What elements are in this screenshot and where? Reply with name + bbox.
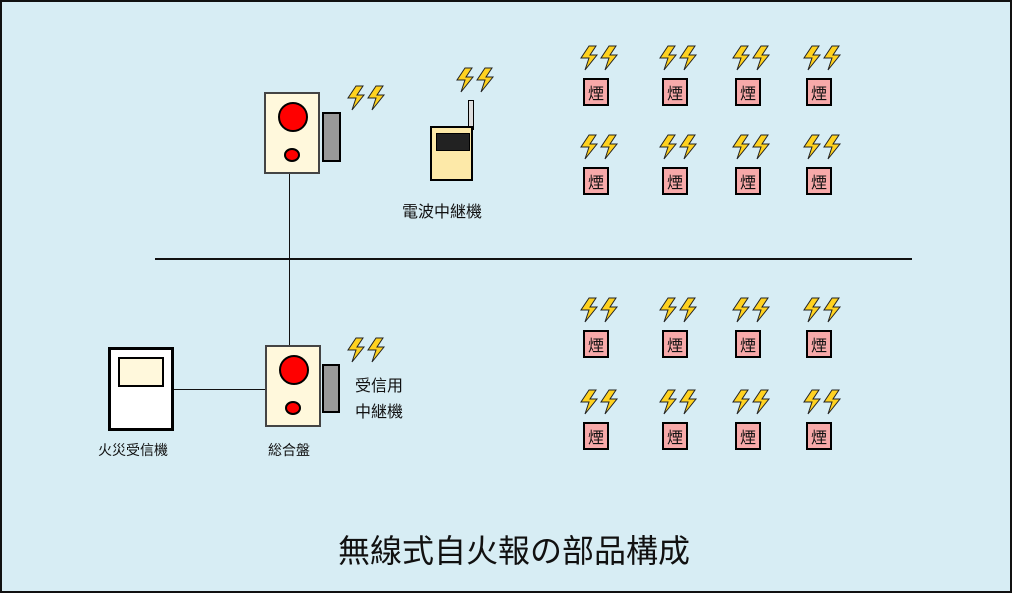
radio-wave-icon [803,297,842,323]
smoke-detector: 煙 [662,78,688,106]
diagram-title: 無線式自火報の部品構成 [338,532,691,570]
smoke-detector: 煙 [583,422,609,450]
radio-wave-icon [580,297,619,323]
fire-bell-lamp [279,355,309,385]
smoke-detector: 煙 [806,167,832,195]
smoke-detector: 煙 [735,422,761,450]
smoke-detector: 煙 [806,422,832,450]
receiving-relay-label-line2: 中継機 [355,402,404,421]
smoke-detector: 煙 [583,78,609,106]
radio-wave-icon [580,45,619,71]
radio-relay-label: 電波中継機 [402,202,483,221]
radio-relay-device [430,126,473,181]
radio-wave-icon [580,134,619,160]
radio-wave-icon [659,45,698,71]
upper-transmitter-unit [322,112,341,162]
smoke-detector: 煙 [662,330,688,358]
indicator-lamp [285,401,301,415]
radio-wave-icon [803,389,842,415]
radio-wave-icon [732,389,771,415]
radio-wave-icon [580,389,619,415]
smoke-detector: 煙 [806,330,832,358]
receiving-relay-unit [322,364,340,413]
radio-wave-icon [732,297,771,323]
radio-wave-icon [732,134,771,160]
radio-wave-icon [659,297,698,323]
fire-receiver [108,347,174,431]
smoke-detector: 煙 [583,330,609,358]
radio-wave-icon [659,134,698,160]
radio-wave-icon [659,389,698,415]
radio-wave-icon [732,45,771,71]
receiving-relay-label-line1: 受信用 [355,376,404,395]
smoke-detector: 煙 [735,330,761,358]
receiver-panel-wire [174,389,266,390]
relay-display [436,133,470,151]
floor-divider-line [155,258,912,260]
radio-wave-icon [347,337,386,363]
radio-wave-icon [803,134,842,160]
radio-wave-icon [803,45,842,71]
general-panel-label: 総合盤 [268,443,310,459]
smoke-detector: 煙 [662,167,688,195]
radio-wave-icon [347,85,386,111]
smoke-detector: 煙 [583,167,609,195]
smoke-detector: 煙 [735,78,761,106]
indicator-lamp [284,148,300,162]
smoke-detector: 煙 [662,422,688,450]
smoke-detector: 煙 [735,167,761,195]
receiver-display [118,357,164,387]
fire-receiver-label: 火災受信機 [98,443,168,459]
upper-general-panel [264,92,320,174]
lower-general-panel [265,345,321,427]
fire-bell-lamp [278,102,308,132]
smoke-detector: 煙 [806,78,832,106]
radio-wave-icon [456,67,495,93]
vertical-wire [289,174,290,346]
